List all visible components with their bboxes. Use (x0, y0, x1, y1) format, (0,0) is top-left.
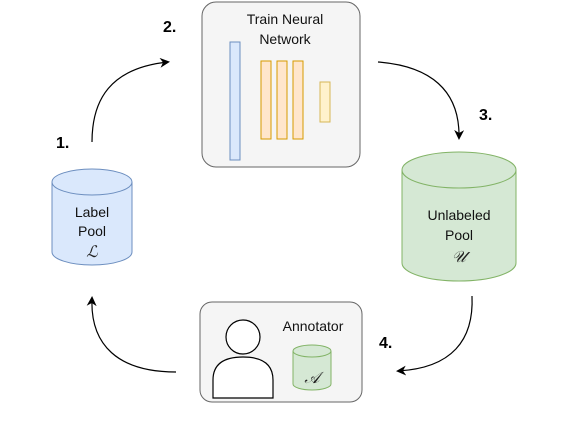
unlabeled-pool-cylinder: Unlabeled Pool 𝒰 (401, 151, 517, 282)
train-box-title-line2: Network (259, 31, 311, 47)
label-pool-line1: Label (75, 204, 109, 220)
unlabeled-pool-symbol: 𝒰 (452, 247, 471, 266)
step-4-label: 4. (379, 335, 392, 352)
label-pool-symbol: ℒ (86, 242, 98, 261)
person-icon (212, 319, 274, 399)
label-pool-line2: Pool (78, 223, 106, 239)
output-layer (319, 81, 331, 123)
step-1-label: 1. (56, 135, 69, 152)
hidden-layer-2 (276, 60, 288, 140)
hidden-layer-1 (260, 60, 272, 140)
input-layer (229, 41, 241, 161)
arrow-label-to-train (91, 57, 170, 143)
annotator-symbol: 𝒜 (304, 368, 324, 387)
annotator-box: Annotator 𝒜 (199, 301, 363, 403)
arrow-unlabeled-to-annotator (396, 295, 473, 376)
step-2-label: 2. (163, 19, 176, 36)
unlabeled-pool-line1: Unlabeled (427, 207, 490, 223)
annotator-cylinder: 𝒜 (292, 344, 332, 391)
label-pool-cylinder: Label Pool ℒ (51, 168, 133, 266)
train-box-title-line1: Train Neural (247, 11, 324, 27)
annotator-title: Annotator (283, 318, 344, 334)
unlabeled-pool-line2: Pool (445, 227, 473, 243)
arrow-train-to-unlabeled (377, 61, 465, 140)
hidden-layer-3 (292, 60, 304, 140)
step-3-label: 3. (479, 107, 492, 124)
train-network-box: Train Neural Network (201, 1, 361, 168)
arrow-annotator-to-label (86, 296, 177, 373)
